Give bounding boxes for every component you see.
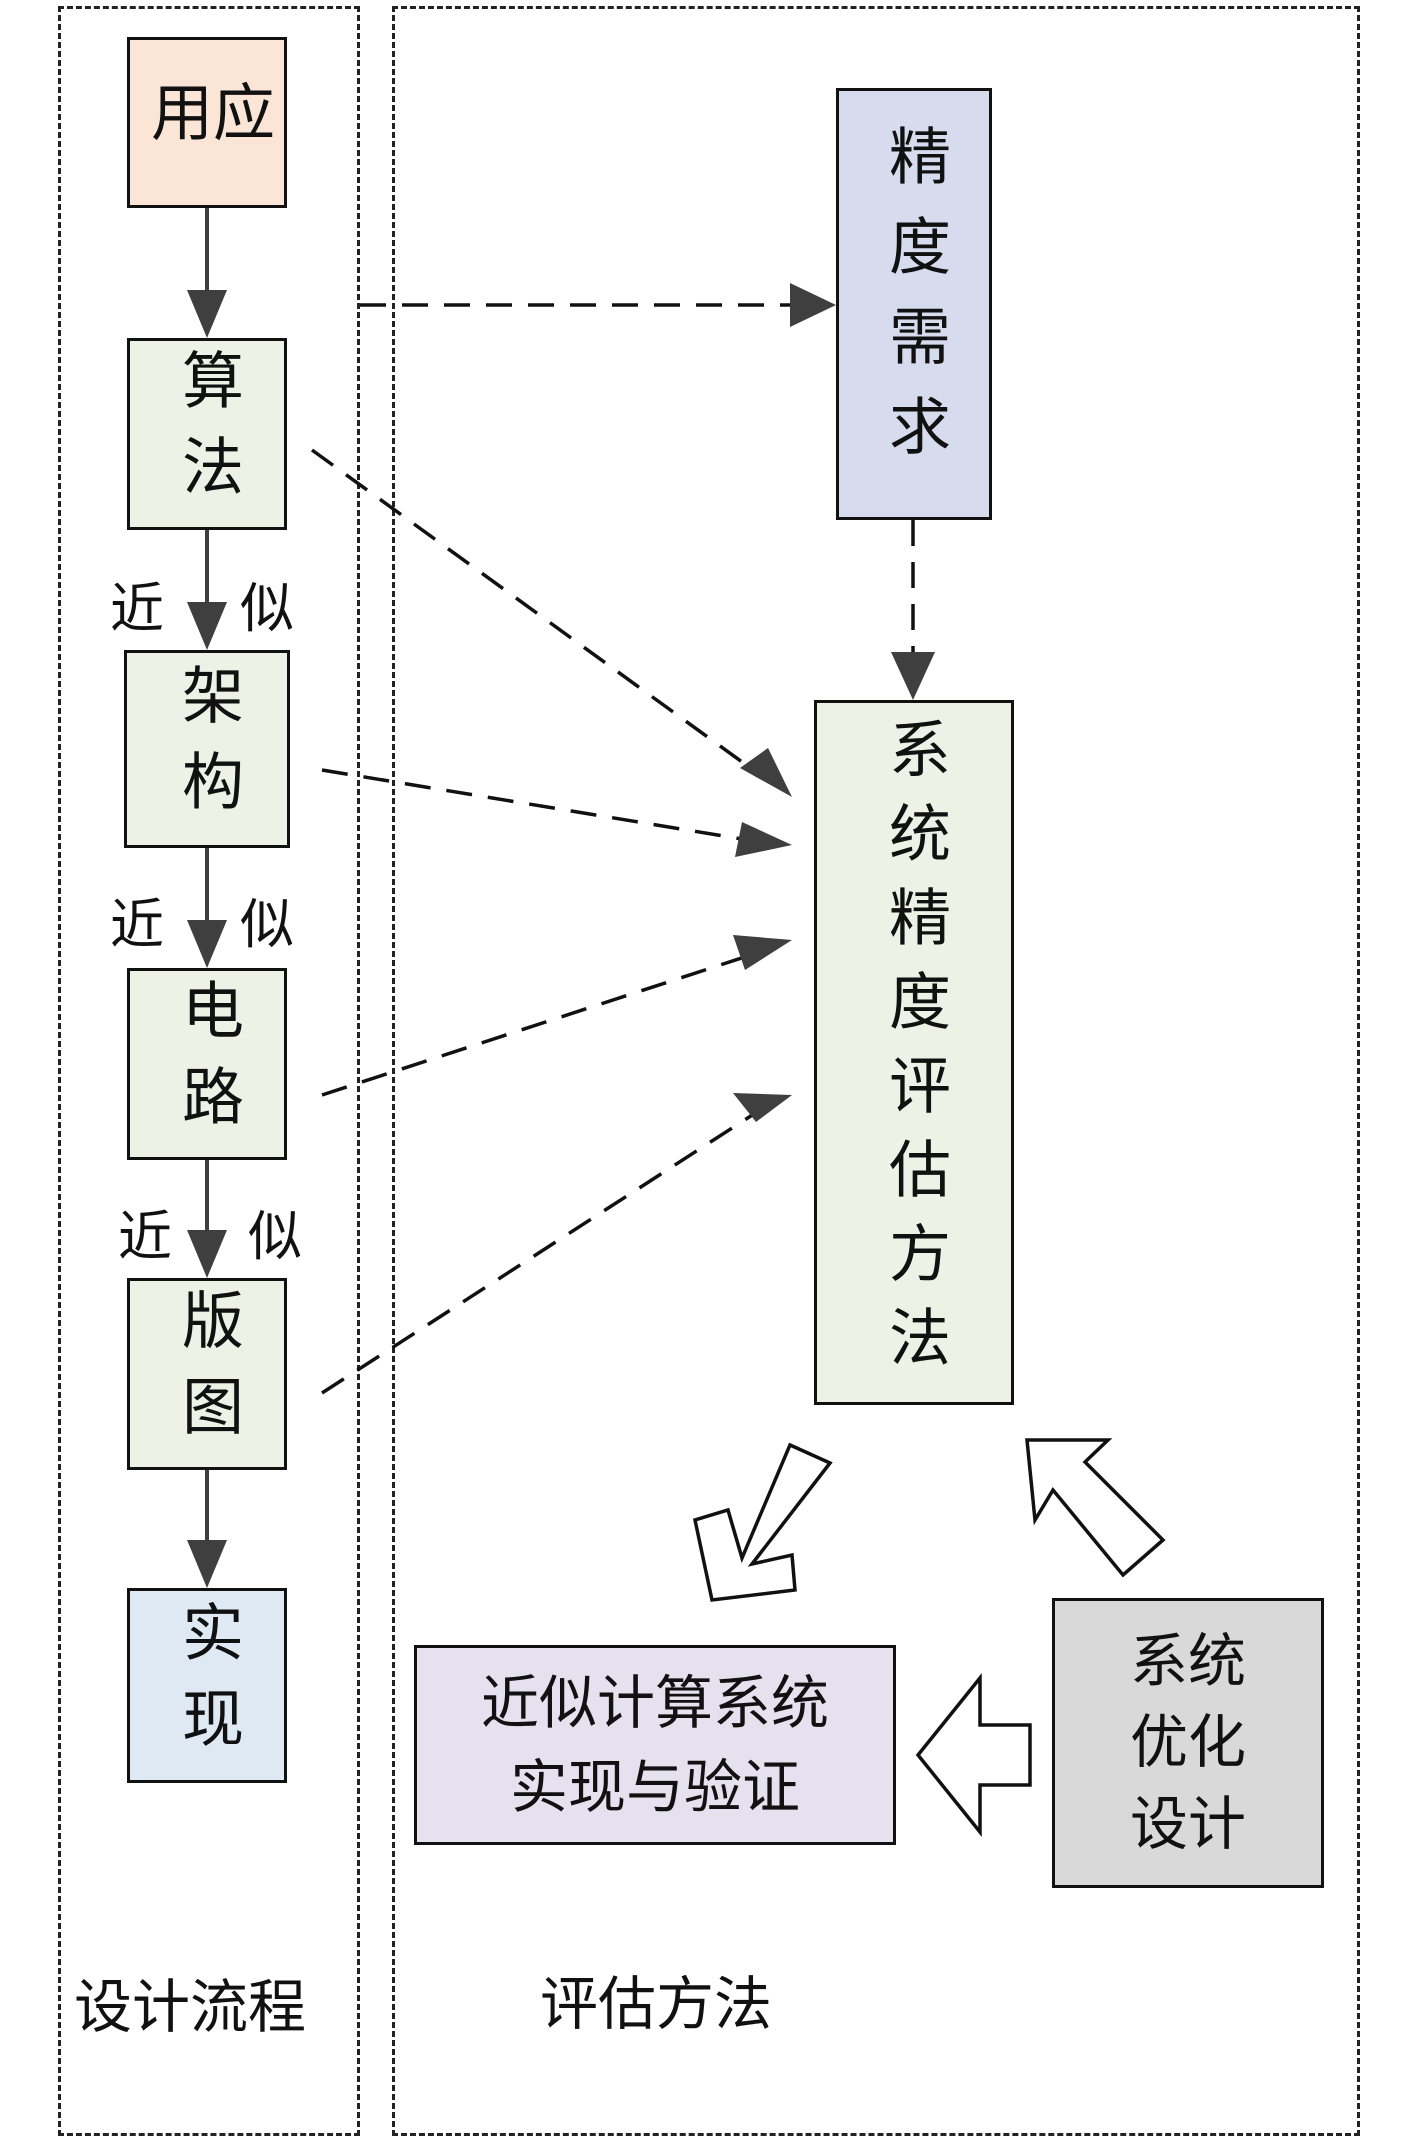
dashed-layout-to-eval bbox=[321, 1108, 761, 1395]
design-flow-title: 设计流程 bbox=[74, 1973, 307, 2041]
application-box: 应用 bbox=[127, 37, 287, 208]
arrowhead-from-circuit bbox=[733, 935, 792, 970]
arrowhead-algorithm bbox=[187, 290, 227, 338]
arrowhead-layout bbox=[187, 1230, 227, 1278]
application-label: 应用 bbox=[140, 79, 275, 166]
dashed-architecture-to-eval bbox=[321, 768, 761, 844]
hollow-arrow-opt-to-impl bbox=[915, 1673, 1032, 1837]
approx-label-2-left: 近 bbox=[110, 893, 164, 956]
system-opt-design-box: 系统 优化 设计 bbox=[1052, 1598, 1324, 1888]
dashed-arrows bbox=[310, 303, 915, 1395]
system-impl-verify-box: 近似计算系统 实现与验证 bbox=[414, 1645, 896, 1845]
arrowhead-accuracy-req bbox=[790, 283, 836, 327]
layout-label: 版图 bbox=[171, 1288, 244, 1460]
approx-label-3-left: 近 bbox=[118, 1205, 172, 1268]
algorithm-label: 算法 bbox=[171, 348, 244, 520]
arrowhead-from-architecture bbox=[735, 822, 792, 857]
arrowhead-eval-top bbox=[891, 652, 935, 700]
implementation-label: 实现 bbox=[171, 1599, 244, 1772]
hollow-arrow-eval-to-impl bbox=[692, 1442, 833, 1602]
arrowhead-implementation bbox=[187, 1540, 227, 1588]
accuracy-requirement-box: 精度需求 bbox=[836, 88, 992, 520]
accuracy-requirement-label: 精度需求 bbox=[878, 124, 951, 484]
architecture-label: 架构 bbox=[171, 663, 244, 835]
evaluation-method-panel bbox=[392, 6, 1360, 2136]
hollow-arrow-opt-to-eval bbox=[1025, 1438, 1166, 1578]
approx-label-1-right: 似 bbox=[240, 577, 294, 640]
eval-method-title: 评估方法 bbox=[540, 1970, 773, 2038]
flow-arrows bbox=[187, 208, 227, 1588]
system-impl-verify-label: 近似计算系统 实现与验证 bbox=[480, 1668, 829, 1821]
layout-box: 版图 bbox=[127, 1278, 287, 1470]
dashed-algorithm-to-eval bbox=[310, 448, 762, 777]
approx-label-2-right: 似 bbox=[240, 893, 294, 956]
system-accuracy-eval-label: 系统精度评估方法 bbox=[878, 716, 951, 1389]
architecture-box: 架构 bbox=[124, 650, 290, 848]
design-flow-panel bbox=[58, 6, 360, 2136]
block-arrows bbox=[692, 1438, 1166, 1837]
approx-label-1-left: 近 bbox=[110, 577, 164, 640]
circuit-box: 电路 bbox=[127, 968, 287, 1160]
approx-label-3-right: 似 bbox=[248, 1205, 302, 1268]
algorithm-box: 算法 bbox=[127, 338, 287, 530]
arrowhead-from-algorithm bbox=[740, 748, 792, 797]
circuit-label: 电路 bbox=[171, 978, 244, 1150]
arrowhead-architecture bbox=[187, 602, 227, 650]
system-opt-design-label: 系统 优化 设计 bbox=[1129, 1627, 1246, 1858]
dashed-arrowheads bbox=[733, 283, 935, 1122]
implementation-box: 实现 bbox=[127, 1588, 287, 1783]
arrowhead-circuit bbox=[187, 920, 227, 968]
system-accuracy-eval-box: 系统精度评估方法 bbox=[814, 700, 1014, 1405]
dashed-circuit-to-eval bbox=[321, 950, 761, 1097]
arrowhead-from-layout bbox=[733, 1093, 792, 1122]
